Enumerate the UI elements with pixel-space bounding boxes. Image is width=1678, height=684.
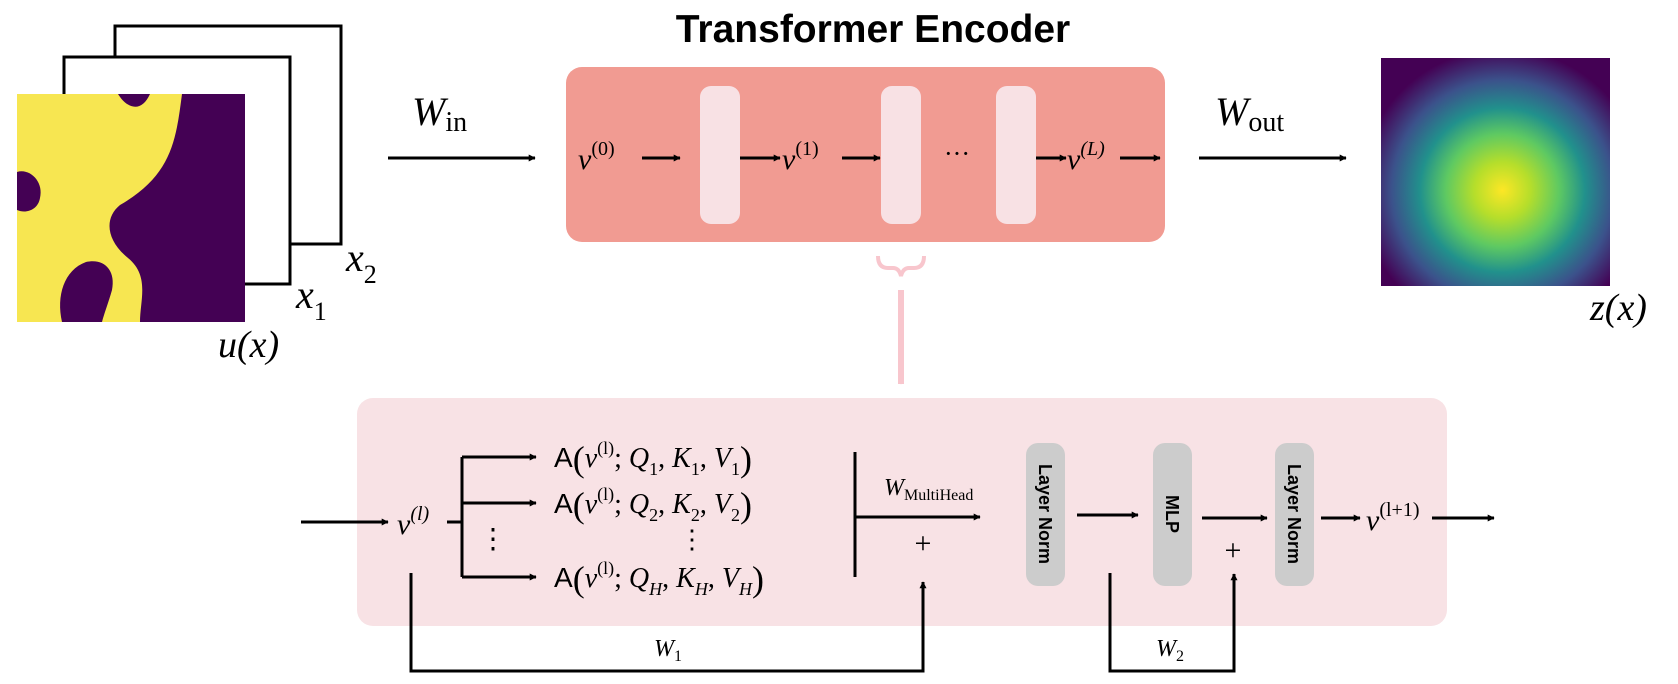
- layer-norm-1: [1026, 443, 1065, 586]
- head-h-expression: A(v(l); QH, KH, VH): [554, 558, 764, 599]
- mlp-label: MLP: [1162, 495, 1182, 533]
- mlp-block: [1153, 443, 1192, 586]
- x2-sub: 2: [364, 260, 377, 289]
- zoom-brace: [876, 255, 926, 277]
- v0-label: v(0): [578, 138, 615, 176]
- heads-vdots: ⋮: [679, 525, 705, 554]
- svg-text:x1: x1: [295, 272, 327, 326]
- x1-base: x: [295, 272, 314, 317]
- attention-head-h: A(v(l); QH, KH, VH): [554, 558, 764, 599]
- w1-label: W1: [654, 636, 682, 665]
- attention-head-1: A(v(l); Q1, K1, V1): [554, 438, 752, 479]
- input-function-label: u(x): [218, 324, 279, 366]
- layer-norm-1-label: Layer Norm: [1035, 464, 1055, 564]
- input-stack: [17, 24, 343, 322]
- x1-sub: 1: [314, 297, 327, 326]
- head-2-expression: A(v(l); Q2, K2, V2): [554, 484, 752, 525]
- vL-label: v(L): [1067, 138, 1105, 176]
- w2-label: W2: [1156, 636, 1184, 665]
- u-of-x-label: u(x): [218, 324, 279, 366]
- output-field-image: [1381, 58, 1610, 286]
- x2-label: x2: [345, 235, 377, 289]
- attention-head-2: A(v(l); Q2, K2, V2): [554, 484, 752, 525]
- layer-norm-2-label: Layer Norm: [1284, 464, 1304, 564]
- w-in-label: Win: [412, 89, 467, 138]
- diagram-title: Transformer Encoder: [676, 8, 1070, 51]
- residual-w1-path: [409, 573, 927, 673]
- x2-base: x: [345, 235, 364, 280]
- z-of-x-label: z(x): [1589, 287, 1647, 329]
- encoder-ellipsis: ···: [944, 139, 970, 168]
- residual-plus-1: +: [915, 527, 932, 560]
- input-field-image: [17, 94, 245, 322]
- svg-text:u(x): u(x): [218, 324, 279, 366]
- residual-w2-path: [1108, 573, 1238, 673]
- x1-label: x1: [295, 272, 327, 326]
- head-1-expression: A(v(l); Q1, K1, V1): [554, 438, 752, 479]
- branch-vdots: ⋮: [479, 524, 507, 555]
- v-l-plus-1-label: v(l+1): [1366, 499, 1419, 537]
- svg-text:x2: x2: [345, 235, 377, 289]
- v-l-label: v(l): [397, 503, 430, 541]
- residual-plus-2: +: [1225, 534, 1242, 567]
- encoder-layer-block-2: [881, 86, 921, 224]
- w-multihead-label: WMultiHead: [884, 475, 973, 504]
- layer-norm-2: [1275, 443, 1314, 586]
- encoder-layer-block-l: [996, 86, 1036, 224]
- v1-label: v(1): [782, 138, 819, 176]
- w-out-label: Wout: [1215, 89, 1284, 138]
- encoder-layer-block-1: [700, 86, 740, 224]
